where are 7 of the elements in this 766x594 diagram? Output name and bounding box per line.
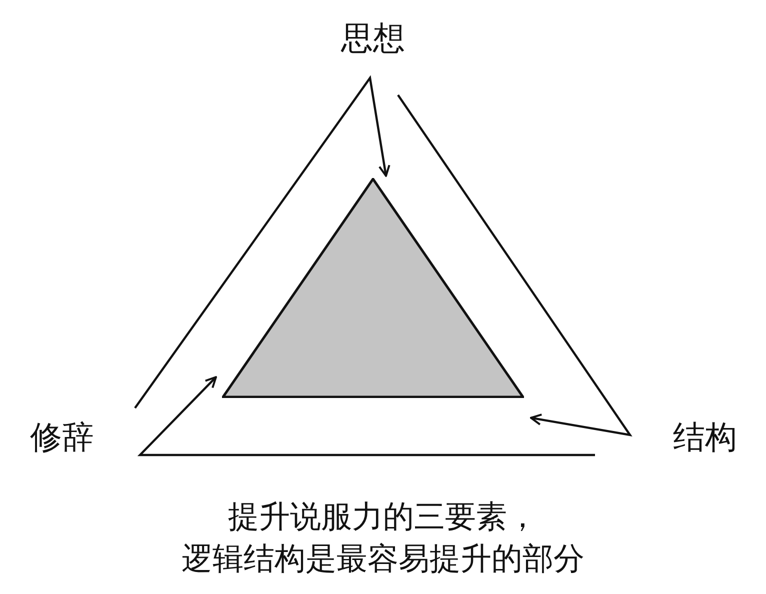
arrow: [137, 376, 595, 456]
caption: 提升说服力的三要素，逻辑结构是最容易提升的部分: [180, 498, 586, 579]
corner-label: 思想: [340, 20, 406, 56]
corner-label: 结构: [672, 419, 738, 455]
arrow: [397, 94, 632, 437]
arrow: [134, 75, 390, 409]
corner-label: 修辞: [29, 419, 95, 455]
